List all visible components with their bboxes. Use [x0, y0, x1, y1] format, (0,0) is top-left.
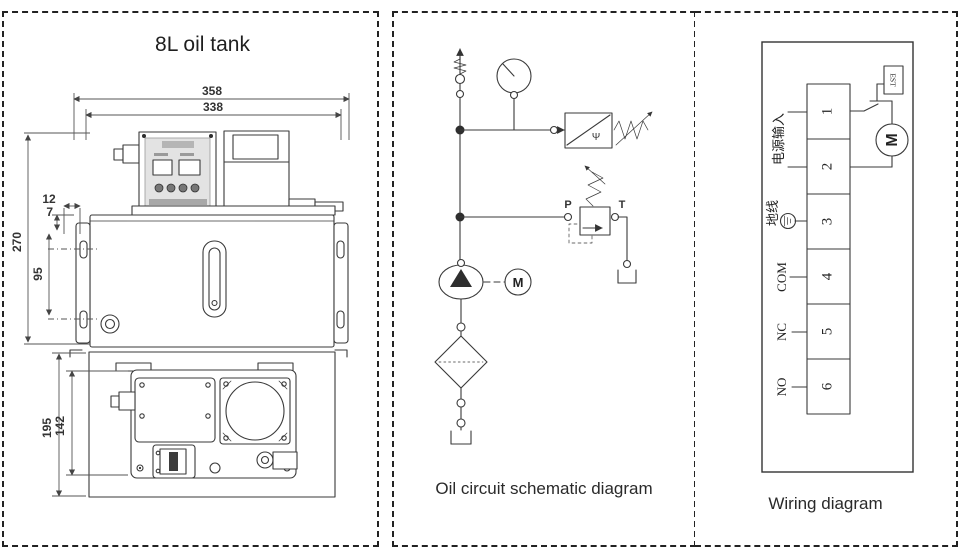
dim-12: 12	[42, 192, 56, 206]
relief-spring	[585, 171, 604, 207]
outlet-fitting	[256, 451, 274, 469]
relief-valve	[579, 206, 611, 236]
port-label-p: P	[564, 199, 571, 211]
panel-button	[154, 183, 164, 193]
nc-label: NC	[774, 323, 789, 341]
power-input-label: 电源输入	[771, 113, 787, 165]
terminal-5: 5	[820, 328, 836, 336]
motor-label: M	[513, 275, 524, 290]
terminal-2: 2	[820, 163, 836, 171]
oil-tank-panel: 8L oil tank 358 338	[2, 11, 379, 547]
motor	[504, 268, 532, 296]
plate-hole	[209, 462, 221, 474]
oil-circuit-caption: Oil circuit schematic diagram	[435, 479, 653, 498]
motor-m-label: M	[884, 133, 901, 146]
dim-195: 195	[40, 418, 54, 438]
oil-tank-title: 8L oil tank	[155, 33, 250, 56]
dim-142: 142	[53, 416, 67, 436]
panel-button	[190, 183, 200, 193]
terminal-4: 4	[820, 272, 836, 280]
ground-label: 地线	[766, 200, 781, 226]
display-window	[152, 159, 173, 176]
switch-spring	[613, 120, 649, 140]
breather-spring	[453, 58, 467, 75]
port	[456, 418, 466, 428]
dim-270: 270	[10, 232, 24, 252]
pilot-line	[568, 223, 593, 244]
port-label-t: T	[619, 199, 626, 211]
cable-gland	[113, 148, 124, 161]
no-label: NO	[774, 378, 789, 397]
dim-95: 95	[31, 267, 45, 281]
check-ball	[454, 73, 466, 85]
ground-icon	[779, 212, 797, 230]
dim-358: 358	[202, 84, 222, 98]
port	[509, 90, 519, 100]
oil-circuit: Ψ P T M	[434, 48, 653, 445]
terminal-6: 6	[820, 382, 836, 390]
com-label: COM	[774, 262, 789, 292]
port	[563, 212, 573, 222]
oil-circuit-panel: Ψ P T M	[392, 11, 696, 547]
motor-circuit: EST M	[849, 65, 909, 168]
port	[549, 125, 559, 135]
est-label: EST	[889, 73, 898, 87]
wiring-drawing: 1 2 3 4 5 6 电源输入 地线 COM NC NO	[761, 41, 914, 473]
oil-circuit-drawing: Ψ P T M	[434, 48, 653, 445]
terminal-block: 1 2 3 4 5 6	[806, 83, 851, 415]
contact-glyph: Ψ	[592, 132, 600, 143]
drain-plug	[100, 314, 120, 334]
tank-symbol	[617, 269, 637, 284]
est-button	[883, 65, 904, 95]
port	[456, 322, 466, 332]
port	[456, 398, 466, 408]
front-view: 358 338	[10, 84, 350, 348]
fan-shroud	[219, 377, 291, 445]
wiring-caption: Wiring diagram	[768, 494, 883, 513]
dim-338: 338	[203, 100, 223, 114]
panel-button	[166, 183, 176, 193]
top-view: 195 142	[40, 349, 348, 498]
cable-gland-top	[118, 391, 136, 411]
display-window	[178, 159, 201, 176]
adjust-arrow	[615, 111, 653, 146]
port	[456, 258, 466, 268]
panel-button	[178, 183, 188, 193]
port	[622, 259, 632, 269]
dim-7: 7	[46, 205, 53, 219]
wiring-diagram: 1 2 3 4 5 6 电源输入 地线 COM NC NO	[761, 41, 914, 473]
port	[455, 89, 465, 99]
wiring-panel: 1 2 3 4 5 6 电源输入 地线 COM NC NO	[695, 11, 958, 547]
tank-symbol	[450, 430, 472, 445]
terminal-1: 1	[820, 108, 836, 116]
junction-box	[134, 377, 216, 443]
gauge-needle	[502, 63, 515, 77]
terminal-3: 3	[820, 218, 836, 226]
switch-blade	[863, 103, 879, 112]
connector-label	[169, 452, 178, 471]
pump-triangle	[450, 269, 472, 287]
oil-tank-drawing: 358 338	[10, 84, 350, 498]
